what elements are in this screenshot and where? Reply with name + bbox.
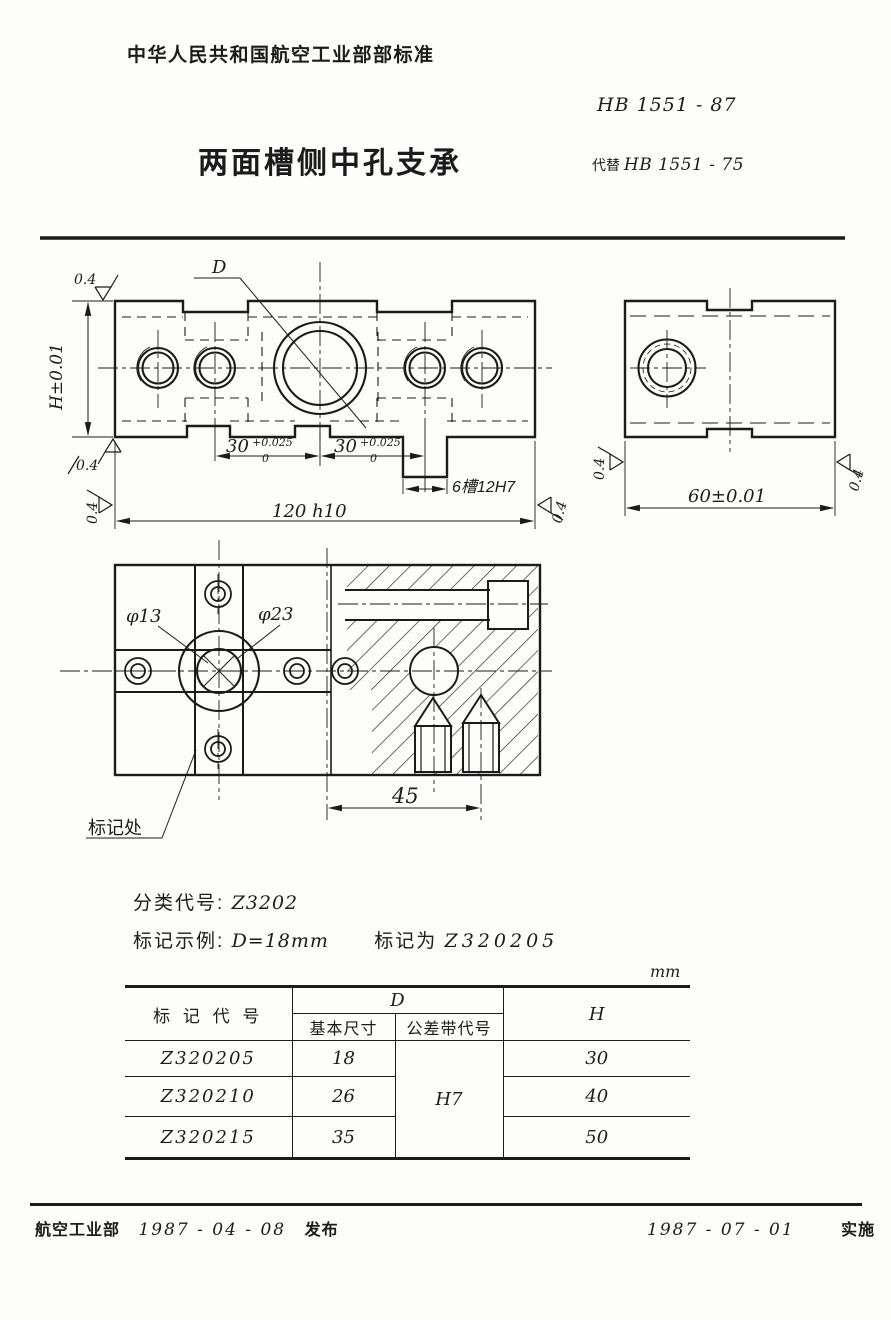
spec-table: 标 记 代 号 D H 基本尺寸 公差带代号 Z320205 18 H7 30 …	[125, 985, 690, 1160]
replaces-number: HB 1551 - 75	[623, 155, 745, 175]
front-hole-arcs	[136, 346, 475, 382]
svg-text:0: 0	[262, 452, 269, 465]
footer-issue: 航空工业部 1987 - 04 - 08 发布	[35, 1216, 339, 1240]
front-finish-len-right-value: 0.4	[549, 499, 570, 525]
footer-impl-date: 1987 - 07 - 01	[647, 1220, 795, 1240]
replaces-label: 代替	[592, 157, 620, 173]
front-dim30-right-label: 30 +0.025 0	[334, 436, 401, 465]
front-dim30-left-label: 30 +0.025 0	[226, 436, 293, 465]
footer-implementation: 1987 - 07 - 01 实施	[633, 1216, 875, 1240]
footer-issue-label: 发布	[304, 1222, 339, 1239]
footer-impl-label: 实施	[841, 1222, 876, 1239]
side-centerlines	[630, 288, 731, 452]
svg-text:30: 30	[334, 436, 357, 457]
example-label: 标记示例:	[133, 931, 225, 952]
plan-dia-leaders	[157, 624, 281, 664]
row-d-basic: 18	[292, 1040, 396, 1077]
front-slot-dim	[402, 479, 448, 494]
finish-symbol-length-left	[86, 489, 114, 514]
side-width-dim-label: 60±0.01	[688, 486, 766, 507]
standard-number: HB 1551 - 87	[597, 94, 737, 116]
front-d-leader	[194, 277, 367, 429]
row-d-basic: 35	[292, 1116, 396, 1159]
front-view	[67, 262, 564, 529]
footer-issuer: 航空工业部	[35, 1222, 121, 1239]
svg-text:+0.025: +0.025	[252, 436, 293, 449]
svg-text:0: 0	[370, 452, 377, 465]
front-hidden-lines	[122, 312, 528, 426]
page-title: 两面槽侧中孔支承	[198, 147, 462, 180]
row-code: Z320215	[125, 1116, 293, 1159]
row-code: Z320205	[125, 1040, 293, 1077]
front-slot-label: 6槽12H7	[452, 478, 516, 496]
marking-example-line: 标记示例: D=18mm 标记为 Z320205	[133, 926, 558, 953]
class-code-label: 分类代号:	[133, 893, 225, 914]
row-h: 40	[503, 1076, 690, 1117]
plan-outline	[113, 563, 542, 777]
front-30-dims	[214, 430, 426, 492]
row-d-basic: 26	[292, 1076, 396, 1117]
svg-text:30: 30	[226, 436, 249, 457]
col-header-code: 标 记 代 号	[125, 986, 293, 1041]
col-header-h: H	[502, 986, 690, 1041]
mark-code-value: Z320205	[444, 930, 559, 952]
front-height-dim	[72, 300, 113, 438]
svg-text:+0.025: +0.025	[360, 436, 401, 449]
table-row: Z320205 18 H7 30	[125, 1040, 690, 1159]
example-value: D=18mm	[231, 930, 329, 952]
finish-symbol-length-right	[536, 496, 564, 521]
side-finish-right-value: 0.4	[846, 467, 867, 493]
plan-view	[60, 540, 552, 839]
side-width-dim	[624, 441, 836, 516]
front-centerlines	[98, 262, 552, 466]
row-h: 30	[503, 1040, 690, 1077]
plan-centerlines	[60, 540, 552, 820]
section-cutouts	[332, 566, 528, 774]
front-outline	[113, 299, 537, 479]
table-row: Z320215 35 50	[125, 1116, 690, 1159]
front-length-dim-label: 120 h10	[272, 501, 347, 522]
plan-marking-label: 标记处	[88, 818, 142, 838]
plan-hole-large-label: φ23	[258, 604, 294, 625]
class-code-value: Z3202	[231, 892, 299, 914]
finish-symbol-side-right	[835, 453, 863, 478]
tolerance-zone-cell: H7	[394, 1040, 504, 1159]
front-finish-bottom-value: 0.4	[76, 458, 98, 474]
col-header-d: D	[292, 986, 503, 1014]
table-row: Z320210 26 40	[125, 1076, 690, 1117]
finish-symbol-side-left	[597, 446, 625, 471]
front-length-dim	[114, 441, 536, 529]
front-height-dim-label: H±0.01	[47, 343, 67, 411]
replaces-note: 代替 HB 1551 - 75	[592, 155, 744, 175]
side-view	[597, 288, 863, 516]
side-outline	[623, 299, 837, 439]
side-finish-left-value: 0.4	[592, 458, 608, 480]
finish-symbol-top-left	[94, 274, 119, 302]
row-h: 50	[585, 1126, 609, 1148]
mark-as-label: 标记为	[374, 931, 438, 952]
footer-issue-date: 1987 - 04 - 08	[138, 1220, 287, 1240]
finish-symbol-bottom-left	[67, 437, 122, 475]
plan-45-dim-label: 45	[391, 784, 419, 808]
front-finish-top-value: 0.4	[74, 272, 96, 288]
plan-hole-small-label: φ13	[126, 606, 162, 627]
standard-org-title: 中华人民共和国航空工业部部标准	[127, 45, 435, 66]
technical-drawing: D H±0.01 0.4 0.4 0.4 0.4 30 +0.025 0 30 …	[40, 236, 868, 839]
front-finish-len-left-value: 0.4	[85, 502, 101, 524]
front-d-label: D	[211, 257, 227, 278]
col-header-d-tol: 公差带代号	[395, 1013, 503, 1041]
footer-divider	[30, 1203, 862, 1206]
plan-marking-leader	[86, 749, 197, 839]
row-code: Z320210	[125, 1076, 293, 1117]
classification-line: 分类代号: Z3202	[133, 888, 298, 915]
col-header-d-basic: 基本尺寸	[292, 1013, 396, 1041]
table-unit-label: mm	[650, 962, 681, 981]
